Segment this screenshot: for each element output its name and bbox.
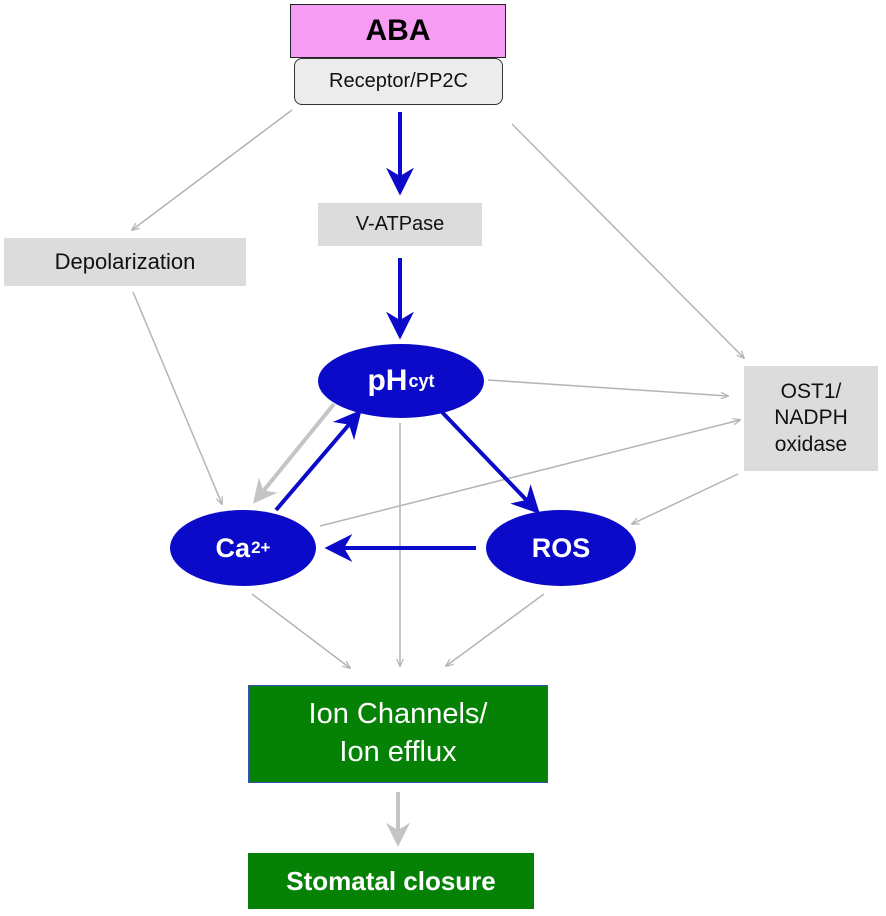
arrow-ca-to-ion xyxy=(251,593,350,668)
v-atpase-label: V-ATPase xyxy=(355,213,445,235)
stomatal-closure-box: Stomatal closure xyxy=(248,853,534,909)
ion-label-line2: Ion efflux xyxy=(339,736,457,768)
ca-label: Ca xyxy=(215,532,251,563)
arrow-receptor-to-ost1 xyxy=(511,123,744,358)
receptor-label: Receptor/PP2C xyxy=(329,70,468,92)
depolarization-box: Depolarization xyxy=(4,238,246,286)
arrow-ca-to-ost1 xyxy=(319,420,740,527)
receptor-pp2c-box: Receptor/PP2C xyxy=(294,58,503,105)
arrow-ros-to-ion xyxy=(446,593,545,666)
arrow-ca-to-ph xyxy=(274,409,362,512)
ost1-label-line1: OST1/ xyxy=(780,380,842,404)
depolarization-label: Depolarization xyxy=(54,249,196,274)
arrow-ph-to-ca-gray xyxy=(252,402,336,504)
ion-label-line1: Ion Channels/ xyxy=(308,698,488,731)
ca-superscript: 2+ xyxy=(251,538,271,557)
arrow-depolarization-to-ca xyxy=(132,291,222,504)
ros-node: ROS xyxy=(486,510,636,586)
aba-box: ABA xyxy=(290,4,506,58)
ph-subscript: cyt xyxy=(408,370,435,391)
ost1-label-line2: NADPH xyxy=(774,406,848,430)
arrow-ph-to-ost1 xyxy=(487,379,728,396)
arrow-receptor-to-depolarization xyxy=(132,109,293,230)
ph-label: pH xyxy=(367,364,408,397)
ost1-label-line3: oxidase xyxy=(774,432,848,456)
aba-label: ABA xyxy=(365,14,431,47)
ion-channels-box: Ion Channels/ Ion efflux xyxy=(248,685,548,783)
ost1-nadph-oxidase-box: OST1/ NADPH oxidase xyxy=(744,366,878,471)
arrow-ph-to-ros xyxy=(438,408,540,515)
v-atpase-box: V-ATPase xyxy=(318,203,482,246)
stomatal-closure-label: Stomatal closure xyxy=(286,865,496,896)
arrow-ost1-to-ros xyxy=(632,473,739,524)
ros-label: ROS xyxy=(531,532,591,563)
